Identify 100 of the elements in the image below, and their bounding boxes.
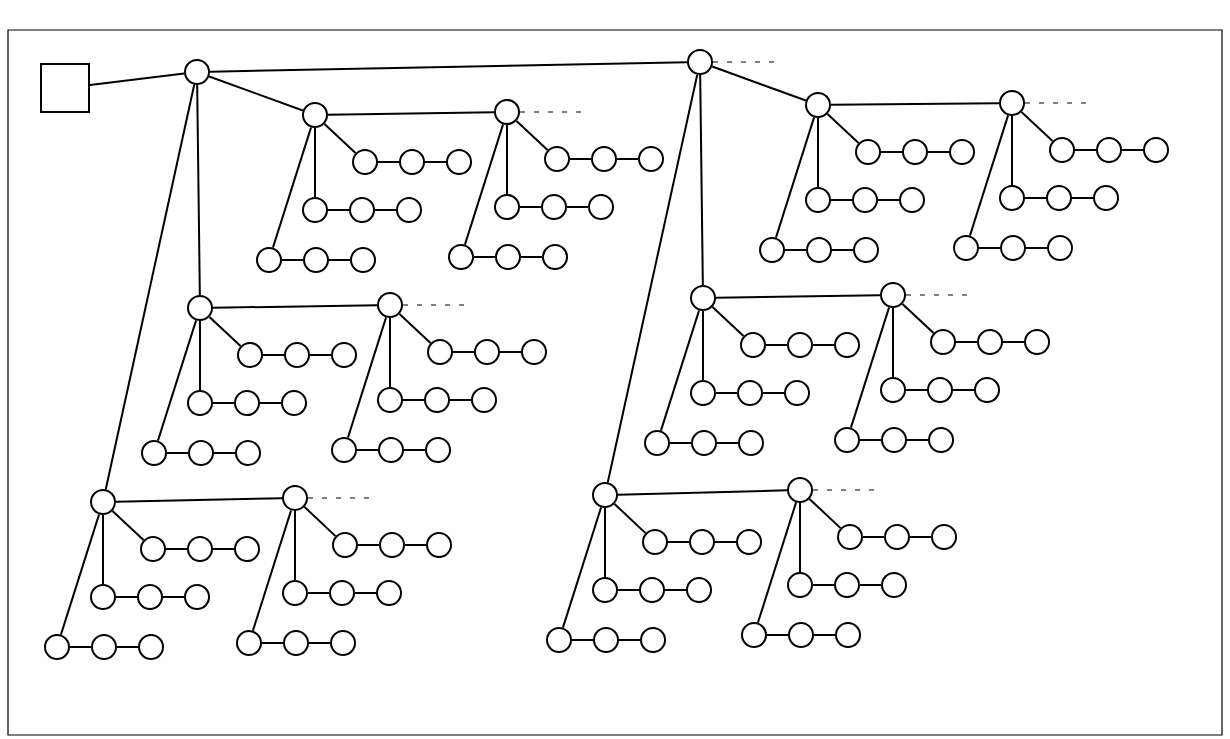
node-circle: [805, 92, 831, 118]
connector-line: [102, 514, 104, 585]
connector-line: [830, 102, 1000, 106]
connector-line: [116, 646, 139, 648]
connector-line: [766, 634, 789, 636]
node-circle: [137, 584, 163, 610]
connector-line: [1071, 197, 1094, 199]
connector-line: [877, 199, 900, 201]
connector-line: [812, 584, 835, 586]
connector-line: [659, 309, 701, 432]
node-circle: [787, 332, 813, 358]
connector-line: [1121, 149, 1144, 151]
connector-line: [323, 122, 357, 155]
node-circle: [689, 529, 715, 555]
connector-line: [604, 507, 606, 578]
node-circle: [639, 577, 665, 603]
connector-line: [309, 354, 332, 356]
connector-line: [424, 161, 447, 163]
connector-line: [449, 399, 472, 401]
connector-line: [859, 439, 882, 441]
node-circle: [282, 485, 308, 511]
connector-line: [261, 642, 284, 644]
connector-line: [849, 306, 891, 429]
connector-line: [756, 501, 798, 624]
node-circle: [784, 380, 810, 406]
node-circle: [787, 477, 813, 503]
square-box: [40, 63, 90, 113]
node-circle: [759, 237, 785, 263]
connector-line: [669, 442, 692, 444]
connector-line: [892, 307, 894, 378]
node-circle: [834, 572, 860, 598]
connector-line: [213, 452, 236, 454]
node-circle: [471, 387, 497, 413]
connector-line: [307, 592, 330, 594]
continuation-line: [905, 294, 969, 296]
node-circle: [880, 377, 906, 403]
node-circle: [999, 90, 1025, 116]
node-circle: [738, 430, 764, 456]
connector-line: [617, 489, 788, 496]
node-circle: [425, 437, 451, 463]
connector-line: [830, 199, 853, 201]
node-circle: [352, 149, 378, 175]
connector-line: [402, 399, 425, 401]
node-circle: [591, 146, 617, 172]
connector-line: [711, 65, 807, 102]
connector-line: [715, 392, 738, 394]
node-circle: [1046, 185, 1072, 211]
node-circle: [184, 59, 210, 85]
node-circle: [187, 390, 213, 416]
connector-line: [271, 126, 313, 249]
connector-line: [251, 509, 293, 632]
node-circle: [740, 332, 766, 358]
connector-line: [808, 497, 842, 530]
connector-line: [774, 116, 816, 239]
connector-line: [327, 209, 350, 211]
connector-line: [354, 592, 377, 594]
connector-line: [314, 127, 316, 198]
node-circle: [953, 235, 979, 261]
connector-line: [617, 589, 640, 591]
connector-line: [69, 646, 92, 648]
node-circle: [187, 536, 213, 562]
node-circle: [834, 332, 860, 358]
node-circle: [330, 630, 356, 656]
node-circle: [588, 194, 614, 220]
connector-line: [667, 541, 690, 543]
continuation-line: [402, 304, 466, 306]
node-circle: [881, 427, 907, 453]
continuation-line: [307, 497, 371, 499]
connector-line: [616, 158, 639, 160]
node-circle: [884, 524, 910, 550]
connector-line: [901, 302, 935, 335]
node-circle: [977, 329, 1003, 355]
node-circle: [237, 342, 263, 368]
connector-line: [165, 548, 188, 550]
node-circle: [736, 529, 762, 555]
connector-line: [862, 536, 885, 538]
connector-line: [89, 72, 186, 86]
node-circle: [187, 295, 213, 321]
connector-line: [515, 119, 549, 152]
connector-line: [452, 351, 475, 353]
node-circle: [399, 149, 425, 175]
node-circle: [928, 427, 954, 453]
connector-line: [714, 541, 737, 543]
connector-line: [1020, 110, 1054, 143]
connector-line: [111, 509, 145, 542]
node-circle: [1049, 137, 1075, 163]
node-circle: [592, 577, 618, 603]
node-circle: [138, 634, 164, 660]
connector-line: [571, 639, 594, 641]
node-circle: [640, 627, 666, 653]
connector-line: [115, 596, 138, 598]
node-circle: [902, 139, 928, 165]
node-circle: [235, 440, 261, 466]
connector-line: [162, 596, 185, 598]
node-circle: [303, 247, 329, 273]
connector-line: [308, 642, 331, 644]
node-circle: [426, 532, 452, 558]
node-circle: [396, 197, 422, 223]
connector-line: [403, 449, 426, 451]
node-circle: [140, 536, 166, 562]
